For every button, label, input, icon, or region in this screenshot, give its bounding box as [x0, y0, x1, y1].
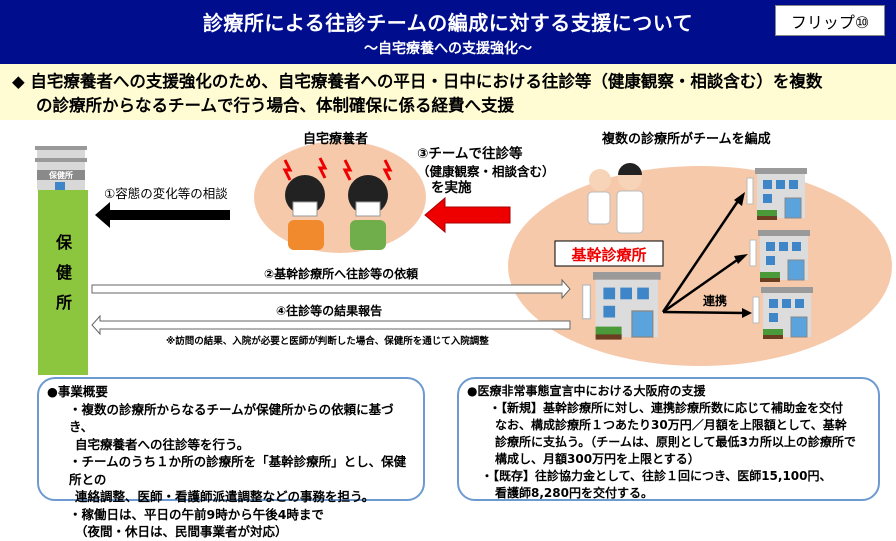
doctor-nurse-illustration: [587, 163, 644, 234]
health-center-label: 保 健 所: [54, 228, 74, 318]
health-center-char: 保: [55, 233, 72, 252]
patients-label: 自宅療養者: [303, 132, 369, 147]
consult-arrow: [95, 202, 230, 228]
page-subtitle: ～自宅療養への支援強化～: [364, 41, 532, 57]
support-heading: ●医療非常事態宣言中における大阪府の支援: [467, 384, 706, 398]
header-banner: 診療所による往診チームの編成に対する支援について ～自宅療養への支援強化～: [0, 0, 896, 64]
flip-number-badge: フリップ⑩: [775, 5, 885, 36]
support-item: なお、構成診療所１つあたり30万円／月額を上限額として、基幹: [495, 418, 847, 432]
overview-item: 自宅療養者への往診等を行う。: [75, 436, 250, 452]
team-label: 複数の診療所がチームを編成: [602, 132, 771, 147]
overview-item: ・複数の診療所からなるチームが保健所からの依頼に基づき、: [69, 401, 394, 435]
overview-item: （夜間・休日は、民間事業者が対応）: [75, 524, 288, 539]
step4-label: ④往診等の結果報告: [276, 304, 383, 318]
health-center-building-icon: 保健所: [35, 146, 87, 190]
overview-item: 連絡調整、医師・看護師派遣調整などの事務を担う。: [75, 489, 375, 504]
cooperation-arrows: [661, 197, 746, 315]
step3-line: ③チームで往診等: [417, 146, 523, 162]
patients-bubble: [254, 141, 426, 253]
cooperation-label: 連携: [703, 294, 728, 308]
project-overview-box: ●事業概要 ・複数の診療所からなるチームが保健所からの依頼に基づき、 自宅療養者…: [37, 377, 425, 539]
support-item: 診療所に支払う。（チームは、原則として最低3カ所以上の診療所で: [495, 435, 856, 449]
step3-line: （健康観察・相談含む）: [417, 164, 555, 179]
overview-heading: ●事業概要: [47, 384, 108, 399]
health-center-char: 所: [55, 293, 72, 312]
flow-diagram: 保健所: [35, 141, 892, 375]
core-clinic-label: 基幹診療所: [571, 246, 647, 264]
step2-label: ②基幹診療所へ往診等の依頼: [264, 267, 419, 281]
health-center-column: [38, 190, 88, 375]
page-title: 診療所による往診チームの編成に対する支援について: [202, 11, 694, 35]
lead-summary: ◆ 自宅療養者への支援強化のため、自宅療養者への平日・日中における往診等（健康観…: [0, 64, 896, 120]
core-clinic-label-box: [554, 240, 664, 267]
report-arrow: [91, 314, 571, 336]
support-item: ・【既存】往診協力金として、往診１回につき、医師15,100円、: [481, 469, 832, 483]
step1-label: ①容態の変化等の相談: [104, 186, 228, 201]
svg-text:保健所: 保健所: [48, 170, 73, 180]
home-visit-arrow: [424, 196, 511, 234]
overview-item: ・稼働日は、平日の午前9時から午後4時まで: [69, 506, 324, 522]
request-arrow: [91, 278, 571, 300]
overview-item: ・チームのうち１か所の診療所を「基幹診療所」とし、保健所との: [69, 454, 407, 487]
lead-line: の診療所からなるチームで行う場合、体制確保に係る経費へ支援: [36, 96, 515, 115]
support-item: 看護師8,280円を交付する。: [495, 486, 653, 500]
osaka-support-box: ●医療非常事態宣言中における大阪府の支援 ・【新規】基幹診療所に対し、連携診療所…: [457, 377, 880, 501]
support-item: ・【新規】基幹診療所に対し、連携診療所数に応じて補助金を交付: [489, 401, 844, 415]
step3-label: ③チームで往診等 （健康観察・相談含む） を実施: [417, 146, 555, 197]
support-item: 構成し、月額300万円を上限とする）: [495, 452, 700, 466]
health-center-char: 健: [55, 263, 72, 282]
step3-line: を実施: [431, 180, 472, 196]
lead-line: ◆ 自宅療養者への支援強化のため、自宅療養者への平日・日中における往診等（健康観…: [12, 72, 823, 91]
hospitalization-note: ※訪問の結果、入院が必要と医師が判断した場合、保健所を通じて入院調整: [166, 336, 489, 347]
patients-illustration: [282, 157, 393, 250]
